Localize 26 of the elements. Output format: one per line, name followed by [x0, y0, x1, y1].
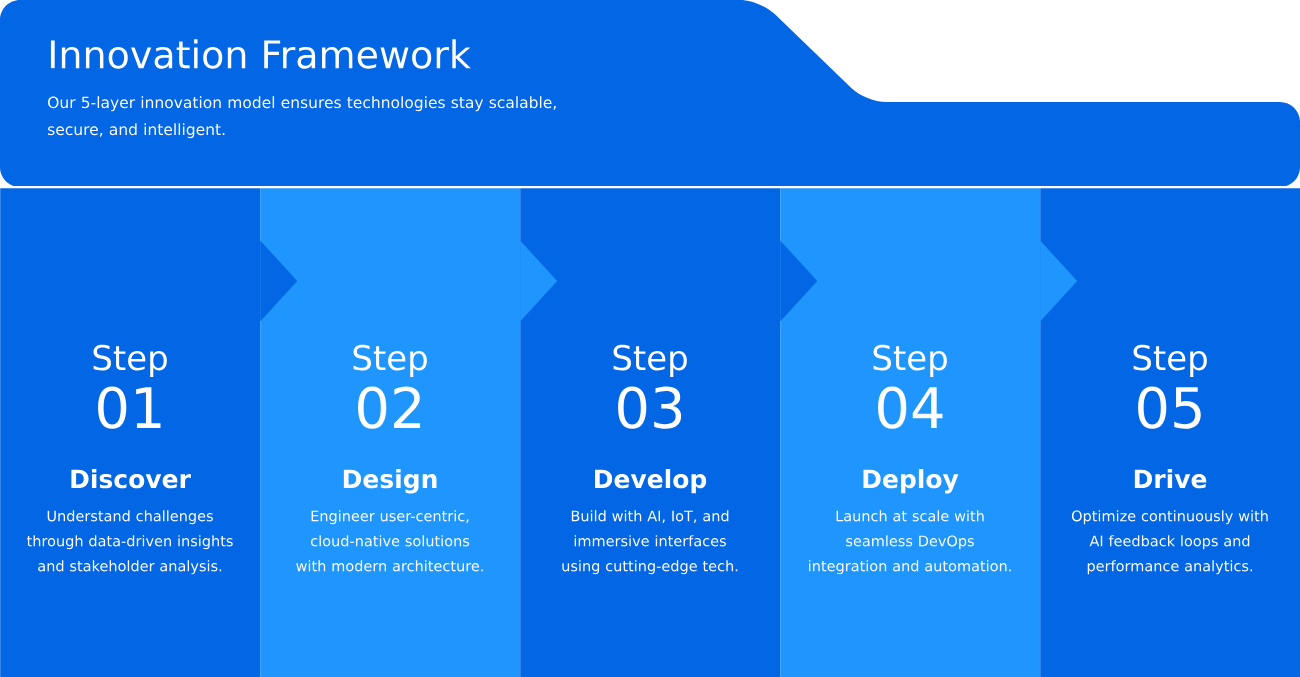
- step-heading: Develop: [595, 469, 707, 494]
- step-number: 01: [98, 386, 161, 429]
- step-number: 04: [878, 386, 943, 429]
- step-label: Step: [873, 344, 947, 378]
- step-number: 02: [358, 386, 421, 429]
- chevron-arrow: [260, 240, 298, 322]
- chevron-arrow: [1040, 240, 1078, 322]
- step-description: Engineer user-centric, cloud-native solutions with modern architecture.: [296, 510, 483, 572]
- step-heading: Drive: [1134, 469, 1207, 489]
- step-description: Optimize continuously with AI feedback loops and performance analytics.: [1071, 510, 1268, 575]
- step-heading: Discover: [71, 469, 191, 489]
- step-label: Step: [613, 344, 687, 378]
- step-heading: Deploy: [863, 469, 959, 494]
- step-description: Understand challenges through data-driven insights and stakeholder analysis.: [26, 510, 233, 575]
- step-label: Step: [1133, 344, 1207, 378]
- step-description: Build with AI, IoT, and immersive interfaces using cutting-edge tech.: [562, 510, 738, 575]
- step-number: 05: [1138, 386, 1201, 429]
- chevron-arrow: [780, 240, 818, 322]
- step-description: Launch at scale with seamless DevOps integration and automation.: [809, 510, 1011, 575]
- step-label: Step: [353, 344, 427, 378]
- step-label: Step: [93, 344, 167, 378]
- step-number: 03: [618, 386, 682, 429]
- step-heading: Design: [343, 469, 437, 494]
- chevron-arrow: [520, 240, 558, 322]
- title: Innovation Framework: [50, 39, 471, 69]
- subtitle: Our 5-layer innovation model ensures technologies stay scalable, secure, and intelligent.: [48, 96, 556, 139]
